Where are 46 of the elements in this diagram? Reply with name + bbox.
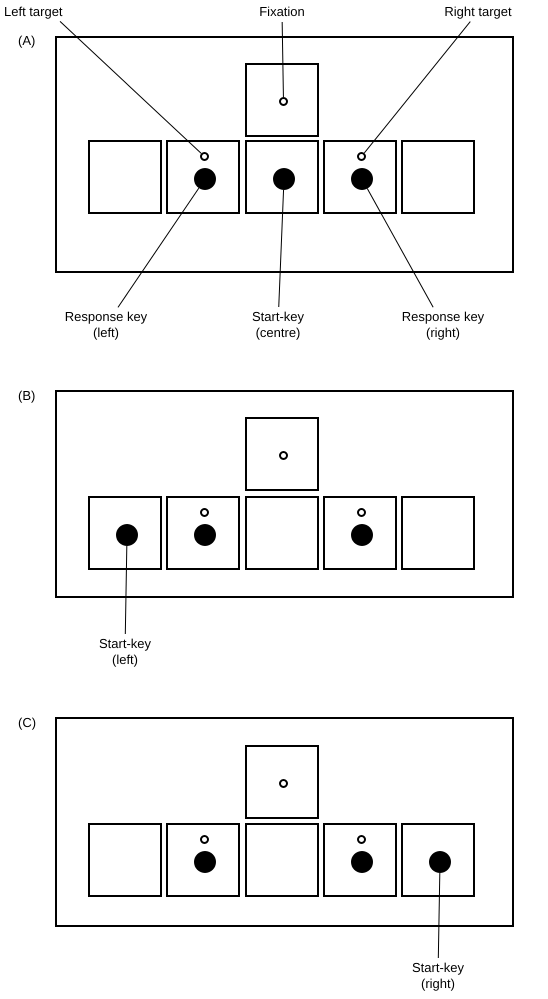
square-box [88,140,162,214]
target-ring [200,835,209,844]
square-box [245,496,319,570]
square-box [323,140,397,214]
leader-line [438,872,440,958]
leader-line [278,190,284,308]
leader-line [124,546,128,634]
callout-label: Start-key (centre) [250,309,305,341]
square-box [166,140,240,214]
square-box [166,496,240,570]
target-ring [357,152,366,161]
target-ring [200,508,209,517]
callout-label: Left target [4,4,64,20]
panel-label: (B) [18,388,36,404]
target-ring [279,779,288,788]
target-ring [357,835,366,844]
square-box [323,496,397,570]
leader-line [366,188,434,308]
target-ring [279,451,288,460]
leader-line [60,20,202,154]
panel-label: (C) [18,715,36,731]
callout-label: Right target [443,4,513,20]
callout-label: Start-key (right) [410,960,465,992]
square-box [88,823,162,897]
callout-label: Response key (right) [400,309,486,341]
square-box [401,140,475,214]
square-box [245,823,319,897]
square-box [88,496,162,570]
callout-label: Response key (left) [64,309,148,341]
square-box [245,63,319,137]
square-box [323,823,397,897]
square-box [245,745,319,819]
square-box [245,140,319,214]
square-box [166,823,240,897]
square-box [401,823,475,897]
target-ring [357,508,366,517]
target-ring [279,97,288,106]
target-ring [200,152,209,161]
leader-line [117,188,200,308]
leader-line [282,22,284,98]
square-box [401,496,475,570]
square-box [245,417,319,491]
panel-label: (A) [18,33,36,49]
leader-line [364,21,471,154]
callout-label: Fixation [258,4,306,20]
callout-label: Start-key (left) [98,636,152,668]
